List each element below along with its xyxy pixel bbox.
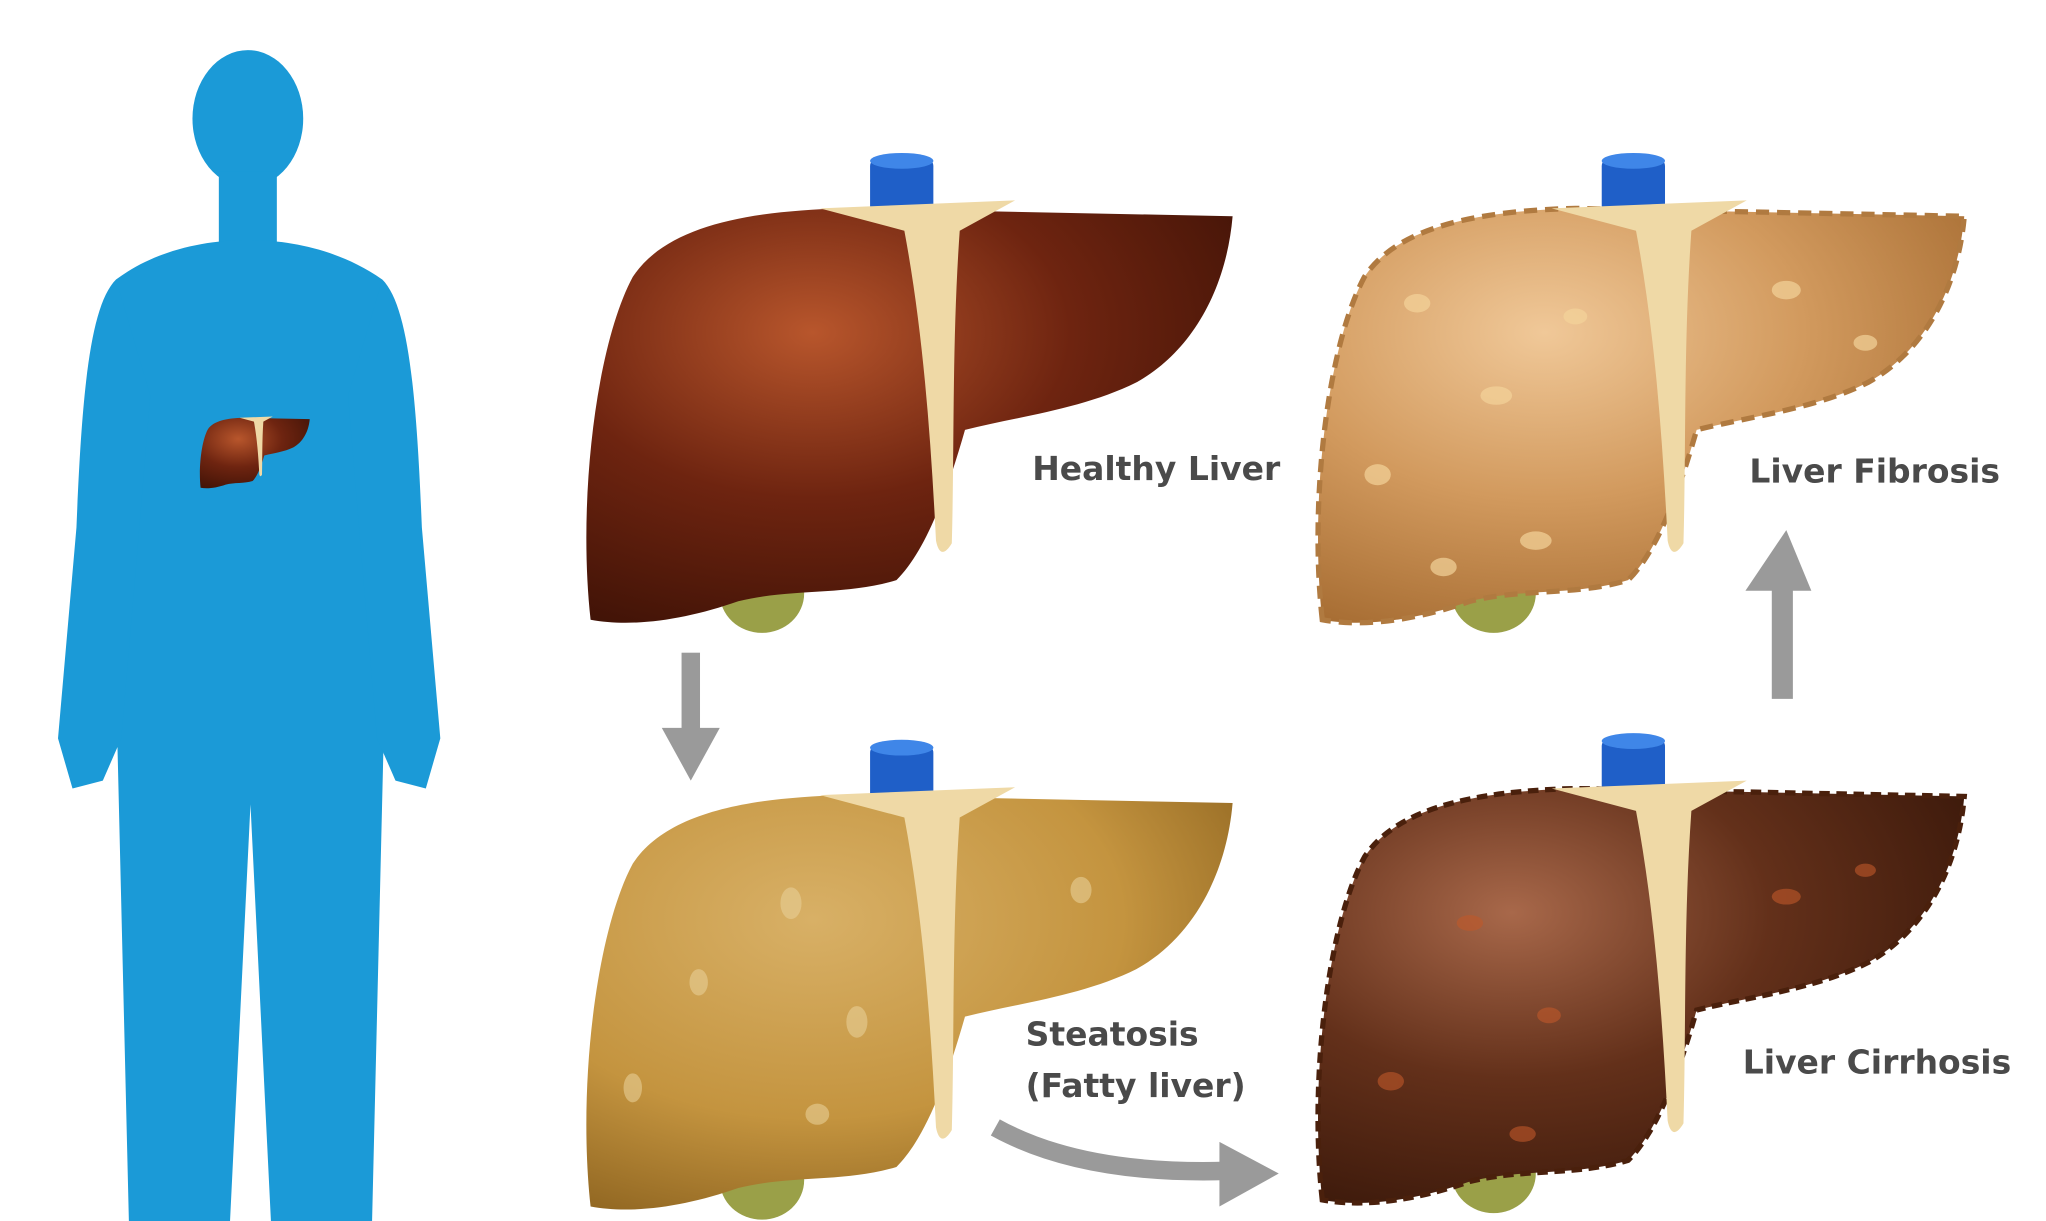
label-steatosis: Steatosis (1026, 1015, 1199, 1054)
label-liver-fibrosis: Liver Fibrosis (1749, 452, 2000, 491)
label-fatty-liver: (Fatty liver) (1026, 1066, 1246, 1105)
label-liver-cirrhosis: Liver Cirrhosis (1743, 1042, 2011, 1081)
arrow-curved-right-icon (990, 1119, 1279, 1207)
arrow-down-icon (661, 652, 720, 781)
fatty-liver-illustration (586, 739, 1233, 1220)
cirrhosis-liver-illustration (1318, 733, 1964, 1214)
fibrosis-liver-illustration (1318, 152, 1964, 633)
healthy-liver-illustration (586, 152, 1233, 633)
label-healthy-liver: Healthy Liver (1032, 449, 1281, 488)
arrow-up-icon (1745, 530, 1812, 699)
human-silhouette (58, 50, 441, 1221)
